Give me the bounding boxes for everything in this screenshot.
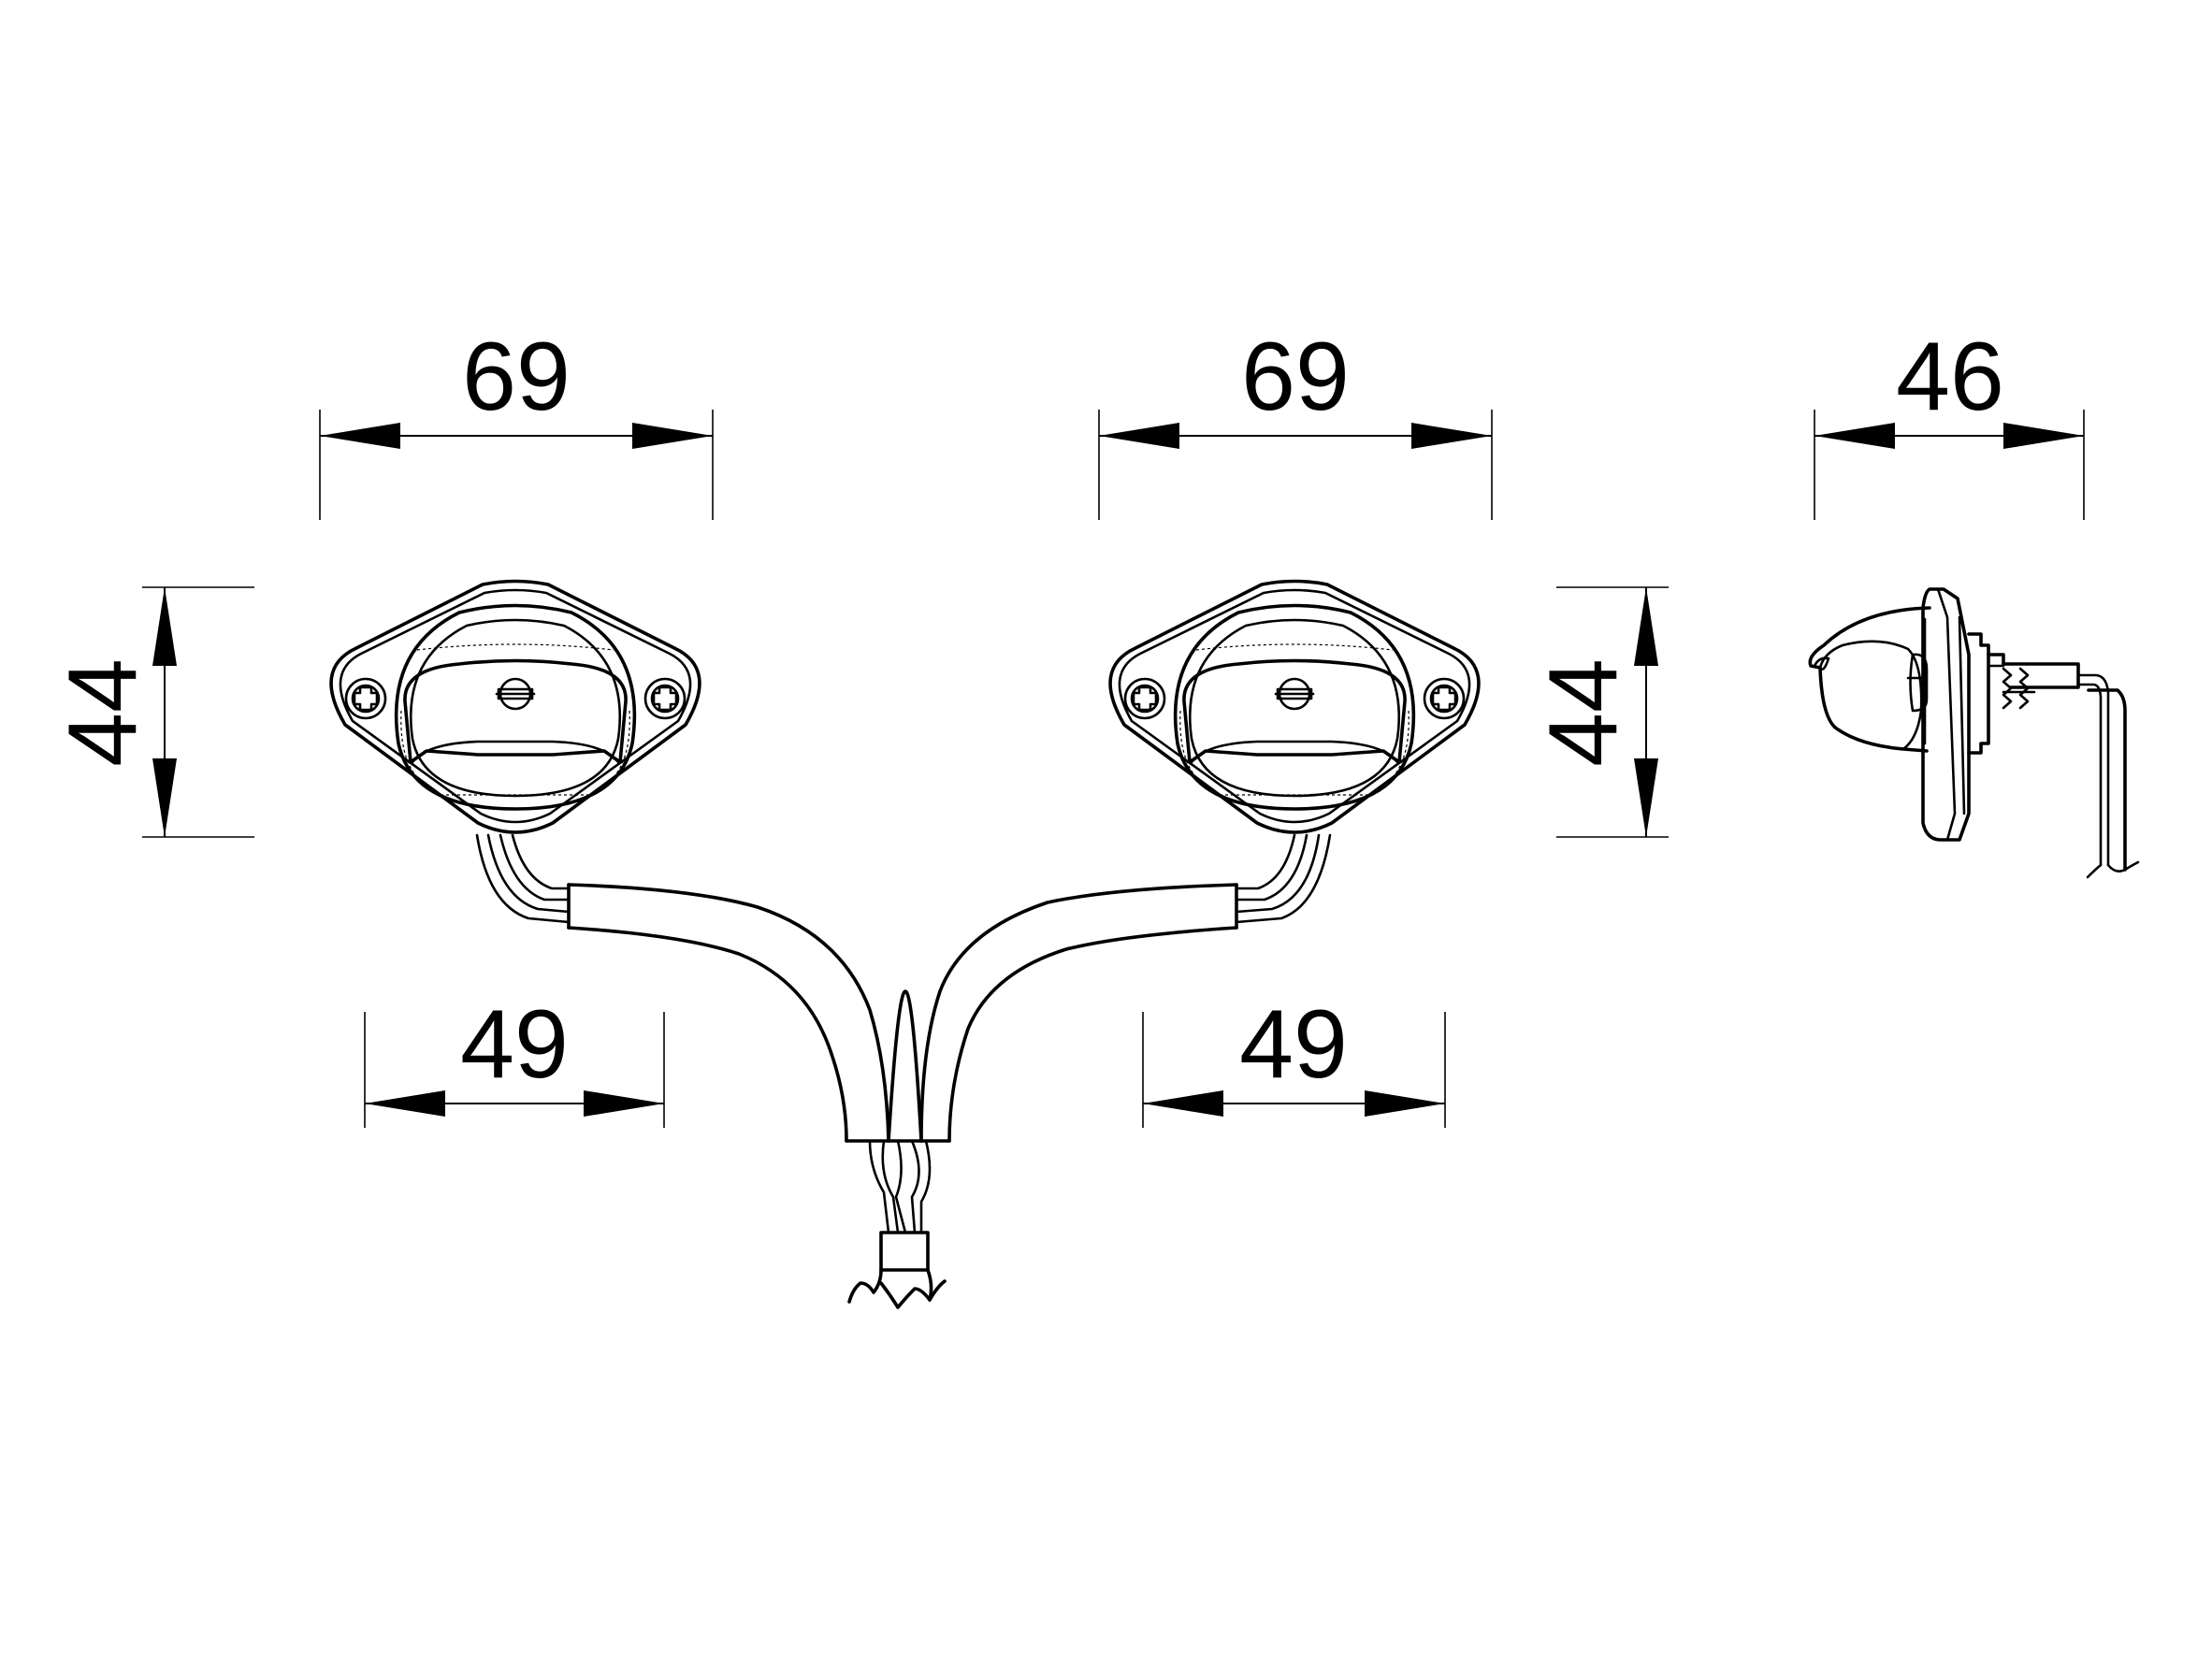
dim-label-left-spacing: 49 — [460, 990, 569, 1099]
dim-label-middle-height: 44 — [1529, 658, 1638, 767]
dimension-middle-height: 44 — [1529, 586, 1669, 838]
dim-label-left-height: 44 — [49, 658, 157, 767]
cable-harness — [475, 833, 1332, 1309]
dim-label-middle-spacing: 49 — [1239, 990, 1348, 1099]
dimension-middle-hole-spacing: 49 — [1142, 990, 1446, 1128]
dimension-middle-width: 69 — [1098, 323, 1493, 520]
dim-label-middle-width: 69 — [1241, 323, 1350, 431]
dim-label-left-width: 69 — [462, 323, 571, 431]
lamp-left-front-view — [329, 579, 701, 834]
dimension-left-height: 44 — [49, 586, 254, 838]
lamp-side-view — [1808, 587, 2140, 879]
dimension-left-width: 69 — [319, 323, 714, 520]
dimension-side-width: 46 — [1814, 323, 2085, 520]
dim-label-side-width: 46 — [1896, 323, 2004, 431]
dimension-left-hole-spacing: 49 — [364, 990, 665, 1128]
lamp-middle-front-view — [1108, 579, 1481, 834]
